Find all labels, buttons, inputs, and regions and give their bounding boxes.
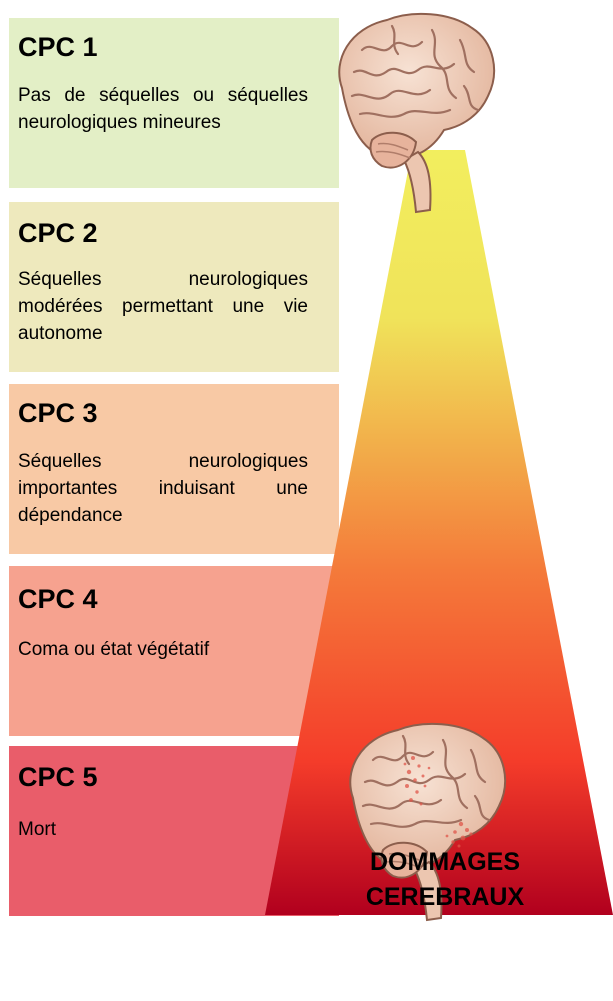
cpc-5-description: Mort xyxy=(18,819,56,840)
cpc-5-title: CPC 5 xyxy=(18,762,98,792)
damage-gradient-triangle xyxy=(265,150,613,915)
cpc-3-title: CPC 3 xyxy=(18,398,98,428)
cpc-4-title: CPC 4 xyxy=(18,584,98,614)
brain-damage-label-line2: CEREBRAUX xyxy=(365,883,525,911)
damage-spots xyxy=(403,756,473,848)
brain-damage-label-line1: DOMMAGES xyxy=(370,848,520,876)
cpc-1-title: CPC 1 xyxy=(18,32,98,62)
band-cpc-2 xyxy=(9,202,339,372)
cpc-2-description: Séquelles neurologiques modérées permett… xyxy=(18,269,308,344)
cpc-3-description: Séquelles neurologiques importantes indu… xyxy=(18,451,308,526)
cpc-4-description: Coma ou état végétatif xyxy=(18,639,210,660)
brain-damage-label: DOMMAGES CEREBRAUX xyxy=(295,845,595,915)
cpc-1-description: Pas de séquelles ou séquelles neurologiq… xyxy=(18,85,308,133)
healthy-brain-icon xyxy=(338,12,495,214)
band-cpc-3 xyxy=(9,384,339,554)
cpc-2-title: CPC 2 xyxy=(18,218,98,248)
damaged-brain-icon xyxy=(349,722,506,922)
band-cpc-1 xyxy=(9,18,339,188)
band-cpc-4 xyxy=(9,566,339,736)
